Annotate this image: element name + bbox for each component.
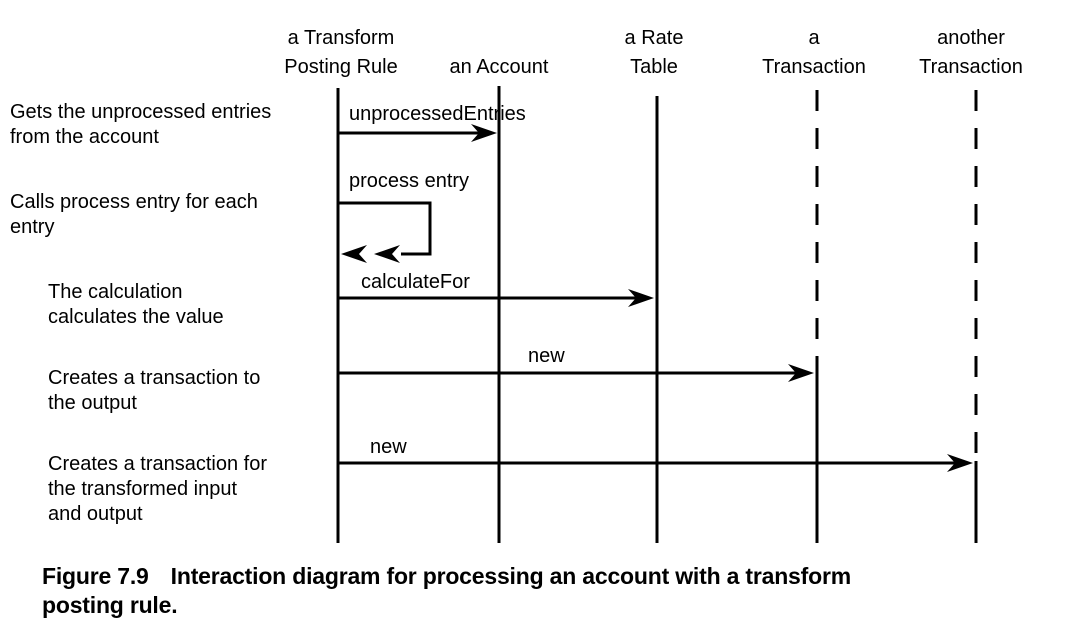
annotation-calculation-value: The calculation calculates the value: [48, 281, 224, 328]
arrowhead-new-another-transaction: [947, 454, 973, 472]
arrowhead-unprocessed-entries: [471, 124, 497, 142]
arrowhead-calculate-for: [628, 289, 654, 307]
annotation-calls-process-entry: Calls process entry for each entry: [10, 191, 258, 238]
arrowhead-process-entry-inner: [374, 245, 400, 263]
arrowhead-new-transaction: [788, 364, 814, 382]
caption-text: Interaction diagram for processing an ac…: [42, 563, 851, 618]
arrowhead-process-entry-outer: [341, 245, 367, 263]
message-label-calculate-for: calculateFor: [361, 271, 470, 293]
message-label-process-entry: process entry: [349, 170, 470, 192]
annotation-creates-transaction-transformed: Creates a transaction for the transforme…: [48, 453, 267, 525]
lifeline-label-rate-table: a Rate Table: [624, 27, 684, 78]
annotation-gets-unprocessed-entries: Gets the unprocessed entries from the ac…: [10, 101, 272, 148]
lifeline-label-transform-posting-rule: a Transform Posting Rule: [284, 27, 398, 78]
lifeline-label-another-transaction: another Transaction: [919, 27, 1023, 78]
lifeline-label-transaction: a Transaction: [762, 27, 866, 78]
message-label-new-transaction: new: [528, 345, 565, 367]
arrow-process-entry-loop: [339, 201, 432, 256]
message-label-new-another-transaction: new: [370, 436, 407, 458]
message-label-unprocessed-entries: unprocessedEntries: [349, 103, 526, 125]
figure-number: Figure 7.9: [42, 563, 149, 589]
lifeline-label-account: an Account: [449, 56, 549, 78]
annotation-creates-transaction-output: Creates a transaction to the output: [48, 367, 261, 414]
